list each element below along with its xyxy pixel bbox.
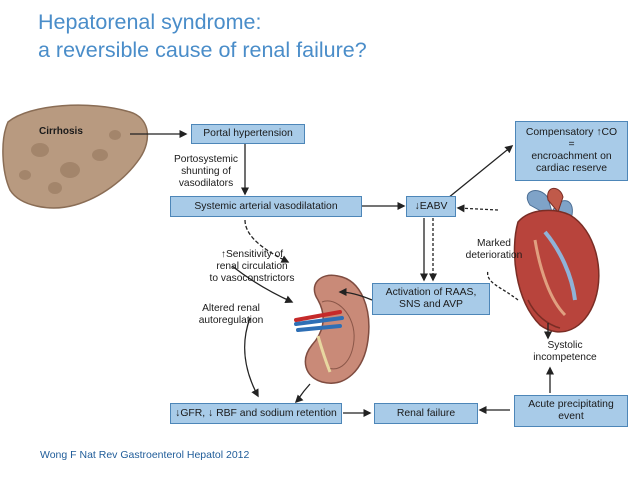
citation: Wong F Nat Rev Gastroenterol Hepatol 201… bbox=[40, 449, 250, 461]
box-renal-failure: Renal failure bbox=[374, 403, 478, 424]
arrow-raas-kidney bbox=[338, 288, 373, 301]
arrow-eabv-compensatory bbox=[447, 145, 514, 199]
box-gfr-rbf-sodium: ↓GFR, ↓ RBF and sodium retention bbox=[170, 403, 342, 424]
label-altered-autoregulation: Altered renal autoregulation bbox=[198, 303, 264, 326]
arrow-heart-marked bbox=[487, 269, 519, 301]
arrow-kidney-gfr bbox=[294, 383, 311, 404]
box-acute-precipitating-event: Acute precipitating event bbox=[514, 395, 628, 427]
arrow-sensitivity-kidney bbox=[231, 265, 294, 303]
box-activation-raas: Activation of RAAS, SNS and AVP bbox=[372, 283, 490, 315]
label-marked-deterioration: Marked deterioration bbox=[465, 238, 523, 261]
label-systolic-incompetence: Systolic incompetence bbox=[533, 340, 597, 363]
arrow-systemic-sensitivity bbox=[244, 219, 290, 263]
liver-illustration bbox=[2, 104, 149, 209]
arrow-autoreg-gfr bbox=[244, 317, 259, 398]
box-eabv: ↓EABV bbox=[406, 196, 456, 217]
label-portosystemic-shunting: Portosystemic shunting of vasodilators bbox=[174, 154, 238, 189]
arrow-heart-eabv bbox=[456, 204, 499, 213]
label-sensitivity-vasoconstrictors: ↑Sensitivity of renal circulation to vas… bbox=[209, 249, 295, 284]
box-compensatory-co: Compensatory ↑CO = encroachment on cardi… bbox=[515, 121, 628, 181]
title-line-1: Hepatorenal syndrome: bbox=[38, 10, 262, 34]
slide-title: Hepatorenal syndrome: a reversible cause… bbox=[38, 8, 367, 64]
diagram-arrows bbox=[130, 130, 554, 417]
box-systemic-vasodilatation: Systemic arterial vasodilatation bbox=[170, 196, 362, 217]
liver-label: Cirrhosis bbox=[39, 126, 83, 137]
box-portal-hypertension: Portal hypertension bbox=[191, 124, 305, 144]
kidney-illustration bbox=[294, 274, 370, 384]
title-line-2: a reversible cause of renal failure? bbox=[38, 38, 367, 62]
heart-illustration bbox=[513, 187, 600, 333]
